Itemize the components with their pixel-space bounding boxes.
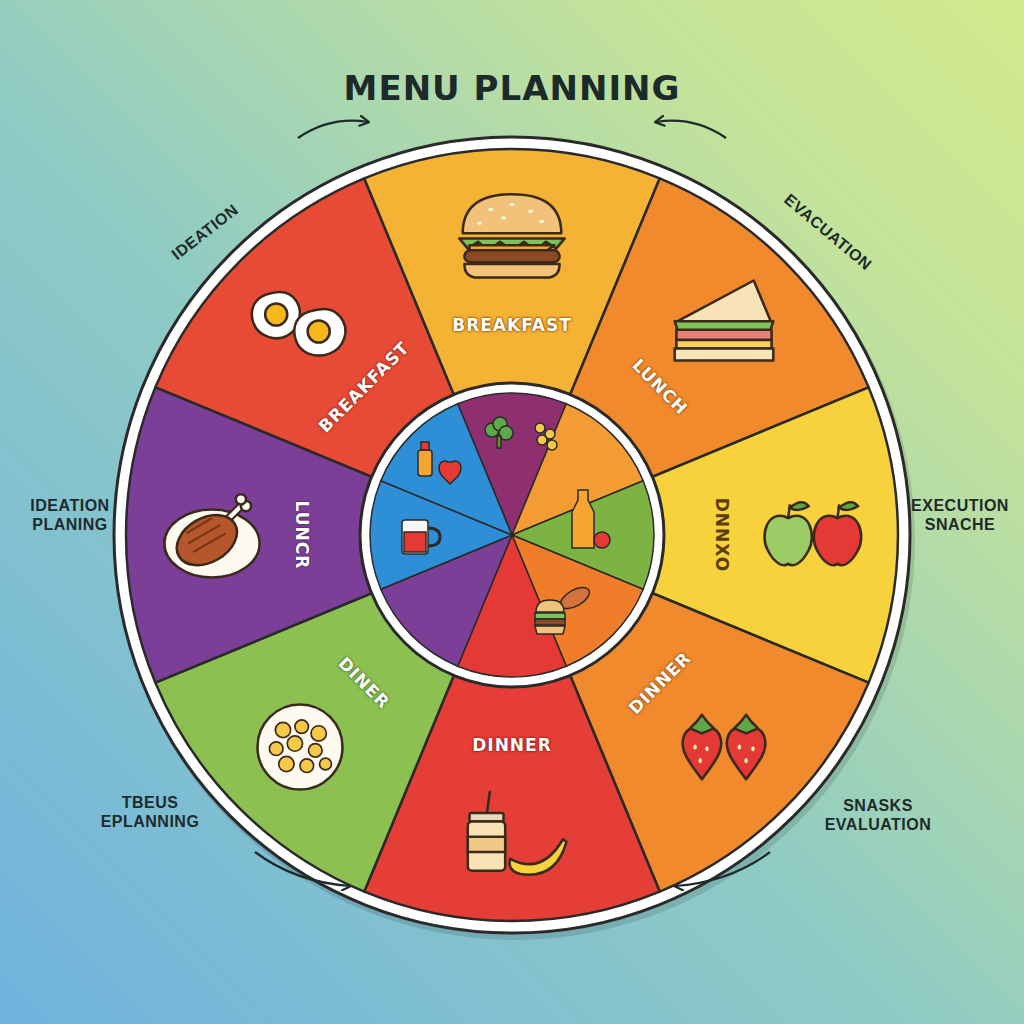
stage-label: EVACUATION [780,190,875,274]
stage-label: TBEUS EPLANNING [101,793,200,831]
meal-label: BREAKFAST [452,315,572,335]
stage-label: IDEATION PLANING [30,496,109,534]
cycle-arrow [298,121,368,138]
strawberries-icon [683,715,766,780]
wheel-rim [114,137,910,933]
cycle-arrow [656,121,726,138]
diagram-title: MENU PLANNING [344,68,681,108]
eggs-icon [252,292,345,356]
sandwich-icon [675,281,774,361]
stage-label: EXECUTION SNACHE [911,496,1009,534]
meal-label: DNNXO [712,498,732,573]
stage-label: IDEATION [168,200,242,264]
apples-icon [765,502,862,565]
jar-banana-icon [468,791,567,875]
meal-label: DINNER [472,735,552,755]
stage-label: SNASKS EVALUATION [825,796,932,834]
burger-icon [459,194,564,277]
meal-label: LUNCR [292,501,312,570]
popcorn-icon [258,705,343,790]
inner-circle [360,383,664,687]
chicken-icon [164,494,259,577]
